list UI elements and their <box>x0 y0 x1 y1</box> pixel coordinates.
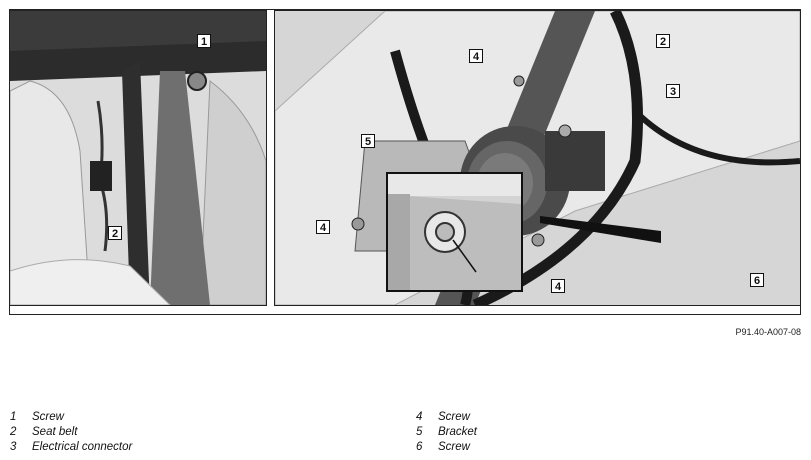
legend-item: 5 Bracket <box>416 425 477 440</box>
bracket-assembly-illustration <box>275 11 800 305</box>
callout-1: 1 <box>197 34 211 48</box>
callout-2-right: 2 <box>656 34 670 48</box>
callout-4-left: 4 <box>316 220 330 234</box>
legend-number: 5 <box>416 426 423 438</box>
legend-number: 4 <box>416 411 423 423</box>
seat-belt-illustration <box>10 11 266 305</box>
legend-label: Bracket <box>438 426 477 438</box>
legend-number: 2 <box>10 426 17 438</box>
legend-item: 4 Screw <box>416 410 477 425</box>
figure-reference-code: P91.40-A007-08 <box>735 327 801 337</box>
left-illustration-panel <box>9 10 267 306</box>
legend-number: 3 <box>10 441 17 453</box>
callout-5: 5 <box>361 134 375 148</box>
callout-2-left: 2 <box>108 226 122 240</box>
legend-left-column: 1 Screw 2 Seat belt 3 Electrical connect… <box>10 410 132 455</box>
callout-6: 6 <box>750 273 764 287</box>
legend-item: 1 Screw <box>10 410 132 425</box>
legend-item: 3 Electrical connector <box>10 440 132 455</box>
callout-4-top: 4 <box>469 49 483 63</box>
legend-label: Screw <box>438 441 470 453</box>
legend-number: 6 <box>416 441 423 453</box>
screw-detail-illustration <box>388 174 521 290</box>
detail-inset <box>386 172 523 292</box>
callout-3: 3 <box>666 84 680 98</box>
callout-4-bottom: 4 <box>551 279 565 293</box>
legend-label: Screw <box>32 411 64 423</box>
legend-right-column: 4 Screw 5 Bracket 6 Screw <box>416 410 477 455</box>
legend-number: 1 <box>10 411 17 423</box>
legend-label: Seat belt <box>32 426 78 438</box>
legend-label: Screw <box>438 411 470 423</box>
right-illustration-panel <box>274 10 801 306</box>
legend-label: Electrical connector <box>32 441 133 453</box>
legend-item: 2 Seat belt <box>10 425 132 440</box>
legend-item: 6 Screw <box>416 440 477 455</box>
